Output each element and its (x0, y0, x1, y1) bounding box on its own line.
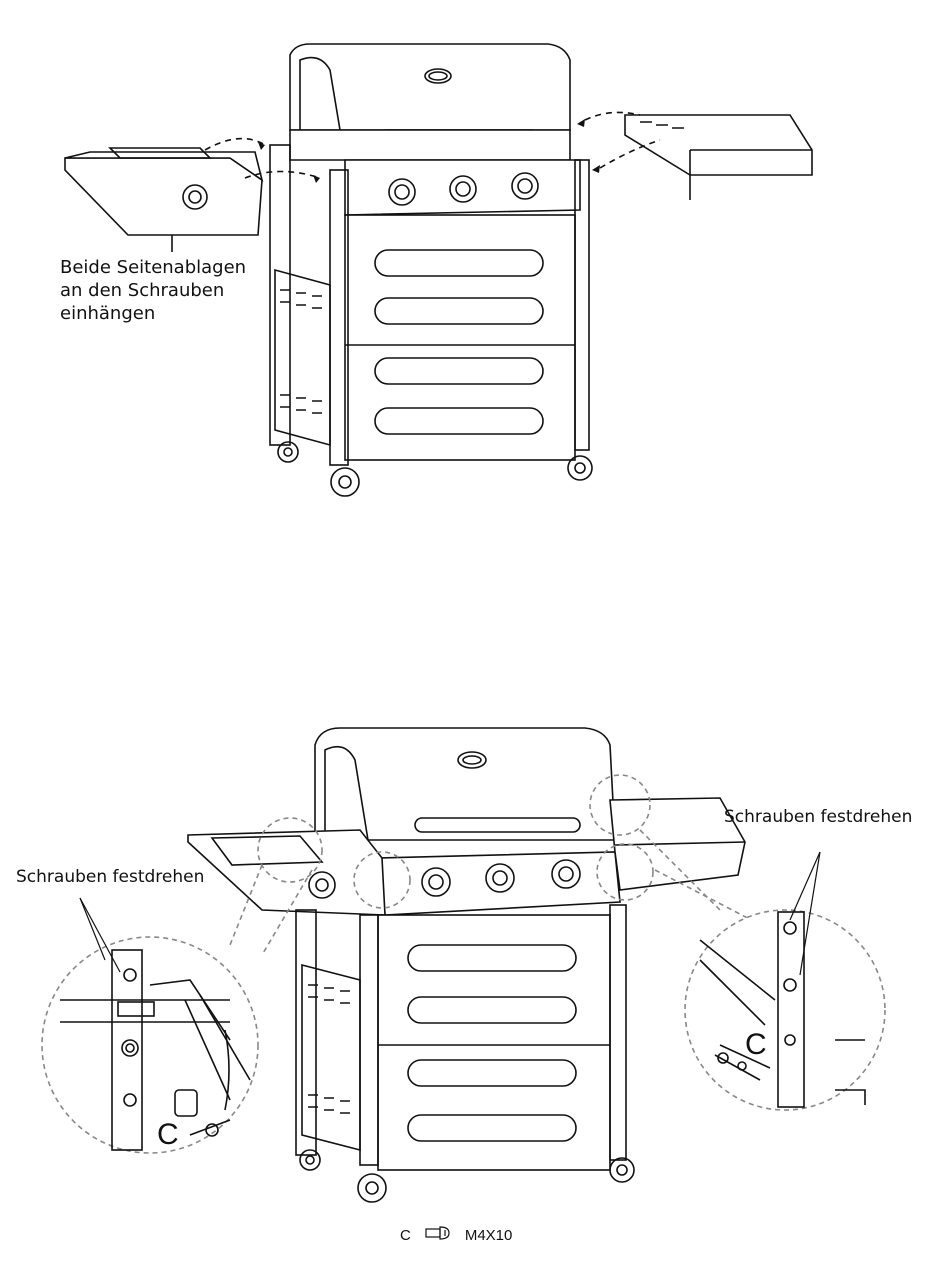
legend-screw-size: M4X10 (465, 1227, 513, 1244)
detail-letter-left: C (157, 1118, 179, 1152)
grill-lid-assembled (315, 728, 615, 840)
control-panel-assembled (380, 852, 620, 915)
parts-legend: C M4X10 (400, 1226, 512, 1244)
screw-icon (425, 1226, 451, 1244)
detail-circle-left (42, 937, 258, 1153)
cabinet-assembled (296, 905, 626, 1170)
instruction-tighten-left: Schrauben festdrehen (16, 866, 204, 889)
detail-letter-right: C (745, 1028, 767, 1062)
legend-letter: C (400, 1227, 411, 1244)
detail-circle-right (685, 910, 885, 1110)
instruction-tighten-right: Schrauben festdrehen (724, 806, 912, 829)
left-shelf-assembled (188, 830, 385, 915)
instruction-hang-shelves: Beide Seitenablagen an den Schrauben ein… (60, 256, 246, 325)
